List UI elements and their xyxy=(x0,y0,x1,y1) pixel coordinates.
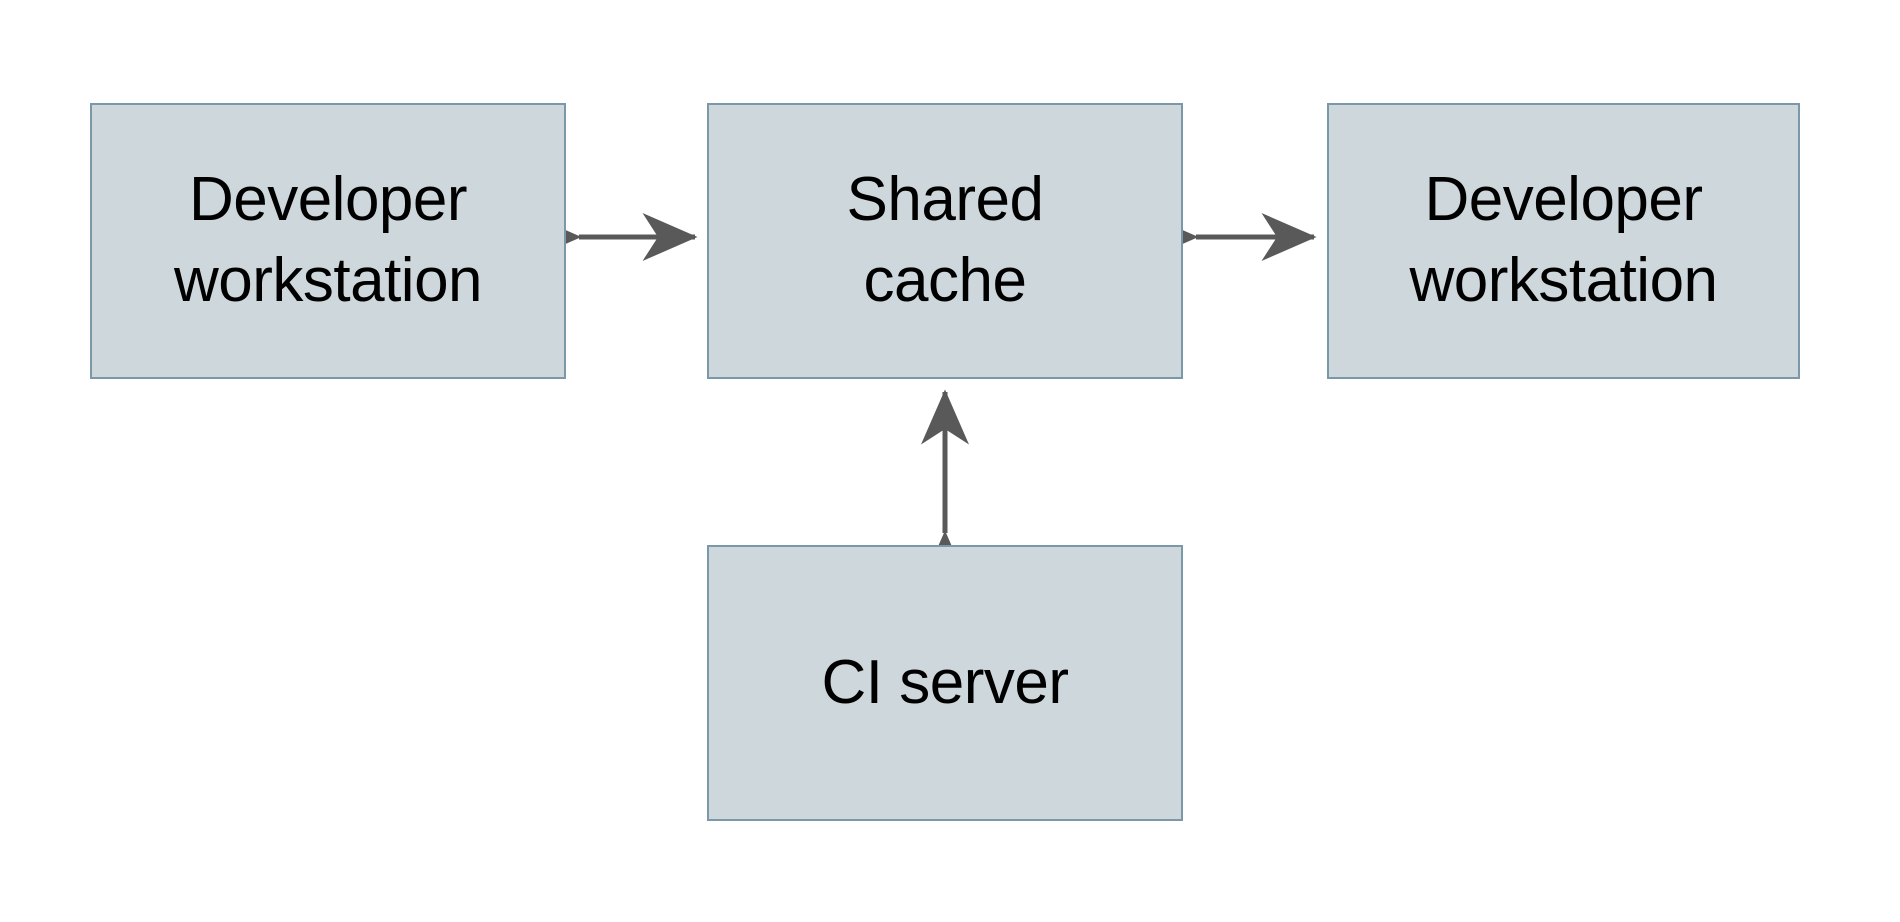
node-ci-server[interactable]: CI server xyxy=(707,545,1183,821)
node-label: Developer workstation xyxy=(1409,165,1718,315)
node-label: Developer workstation xyxy=(173,165,483,315)
node-label: Shared cache xyxy=(846,165,1044,315)
node-developer-workstation-right[interactable]: Developer workstation xyxy=(1327,103,1800,379)
node-label: CI server xyxy=(821,647,1069,717)
node-shared-cache[interactable]: Shared cache xyxy=(707,103,1183,379)
node-developer-workstation-left[interactable]: Developer workstation xyxy=(90,103,566,379)
